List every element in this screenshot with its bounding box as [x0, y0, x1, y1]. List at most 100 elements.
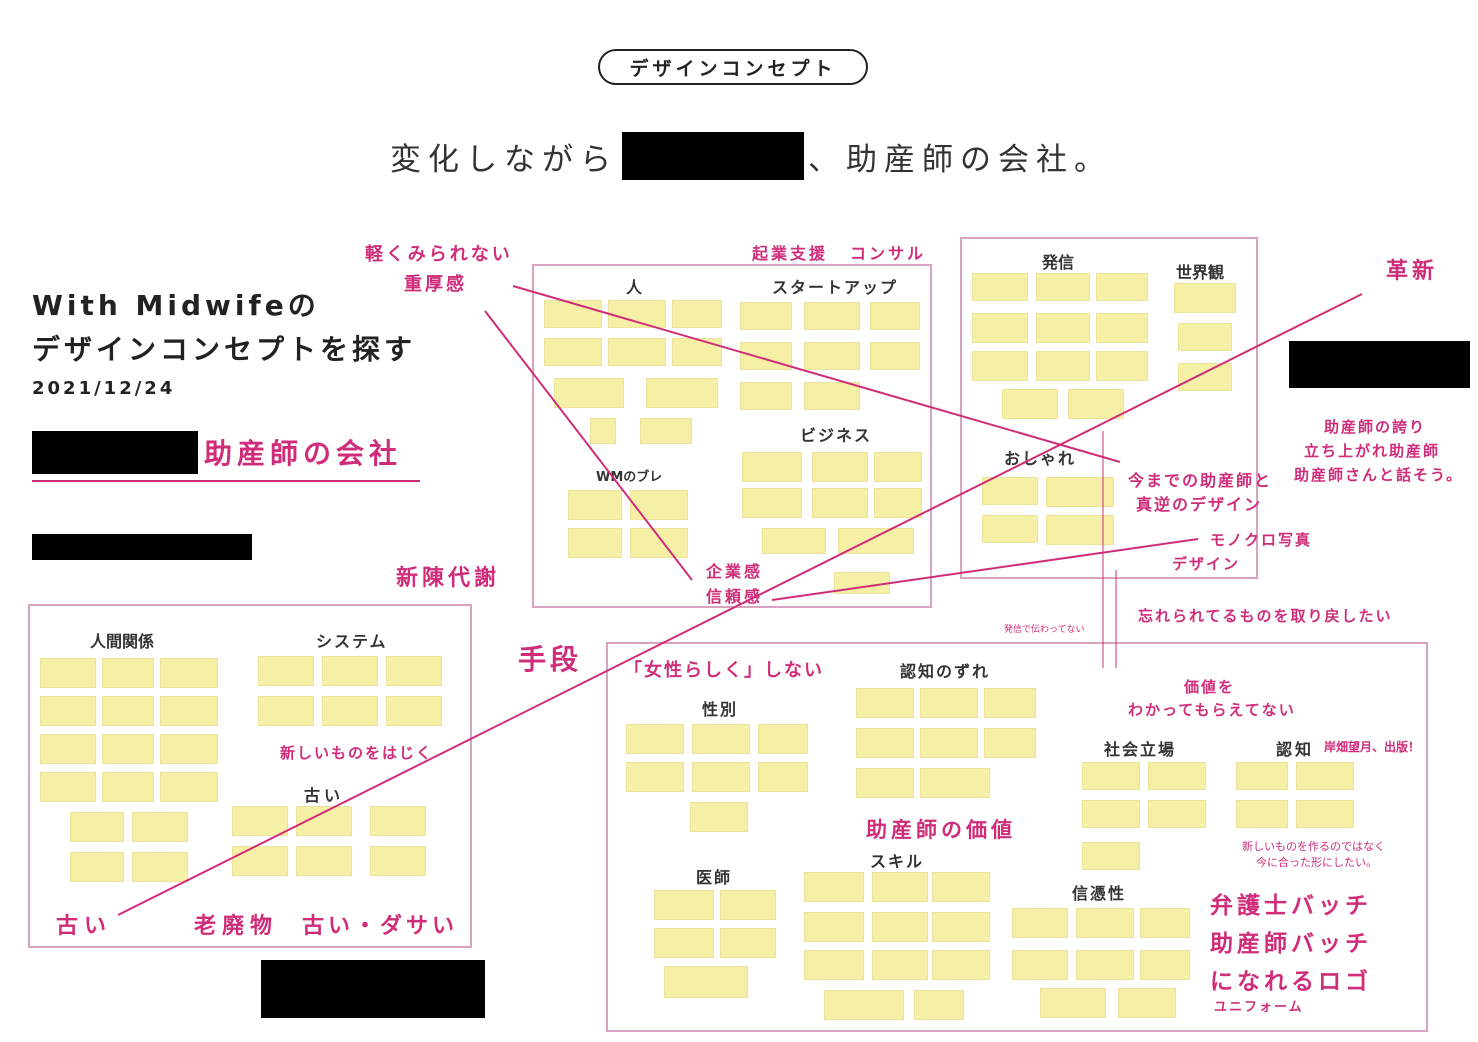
page-title: With Midwifeの デザインコンセプトを探す	[32, 284, 416, 372]
label-rouhaibutsu: 老廃物	[194, 914, 279, 939]
sticky-note	[812, 452, 868, 482]
sticky-note	[1096, 351, 1148, 381]
sticky-note	[982, 515, 1038, 543]
sticky-note	[804, 950, 864, 980]
sticky-note	[1236, 800, 1288, 828]
sticky-note	[1148, 800, 1206, 828]
sticky-note	[870, 342, 920, 370]
label-gyakkou-1: 今までの助産師と	[1128, 471, 1273, 490]
sticky-note	[984, 688, 1036, 718]
board-heading-system: システム	[316, 632, 388, 651]
label-monokuro-2: デザイン	[1172, 555, 1241, 573]
sticky-note	[630, 528, 688, 558]
sticky-note	[740, 382, 792, 410]
sticky-note	[1096, 313, 1148, 343]
label-bengoshi-1: 弁護士バッチ	[1210, 893, 1372, 919]
board-heading-ninchi-zure: 認知のずれ	[900, 662, 991, 681]
sticky-note	[654, 928, 714, 958]
sticky-note	[322, 656, 378, 686]
sticky-note	[742, 452, 802, 482]
sticky-note	[1178, 323, 1232, 351]
sticky-note	[1296, 800, 1354, 828]
sticky-note	[1076, 950, 1134, 980]
sticky-note	[1096, 273, 1148, 301]
sticky-note	[386, 656, 442, 686]
sticky-note	[102, 658, 154, 688]
label-shudan: 手段	[518, 643, 583, 676]
sticky-note	[1082, 762, 1140, 790]
sticky-note	[1148, 762, 1206, 790]
sticky-note	[1082, 800, 1140, 828]
sticky-note	[232, 806, 288, 836]
sticky-note	[1046, 477, 1114, 507]
sticky-note	[804, 302, 860, 330]
sticky-note	[672, 338, 722, 366]
sticky-note	[804, 872, 864, 902]
board-heading-ishi: 医師	[696, 868, 733, 887]
label-hokori-2: 立ち上がれ助産師	[1304, 442, 1441, 460]
sticky-note	[856, 688, 914, 718]
sticky-note	[160, 734, 218, 764]
sticky-note	[984, 728, 1036, 758]
label-furui-dasai: 古い・ダサい	[302, 914, 459, 939]
sticky-note	[1118, 988, 1176, 1018]
label-wasurerare: 忘れられてるものを取り戻したい	[1138, 607, 1393, 625]
sticky-note	[160, 772, 218, 802]
sticky-note	[370, 846, 426, 876]
sticky-note	[758, 724, 808, 754]
sticky-note	[102, 772, 154, 802]
board-heading-furui: 古い	[304, 786, 345, 805]
sticky-note	[554, 378, 624, 408]
board-people-business: 人 スタートアップ ビジネス WMのブレ	[532, 264, 932, 608]
tagline-before: 変化しながら	[390, 141, 618, 178]
label-shinchin: 新陳代謝	[396, 566, 501, 591]
sticky-note	[232, 846, 288, 876]
sticky-note	[982, 477, 1038, 505]
sticky-note	[932, 912, 990, 942]
board-heading-business: ビジネス	[800, 426, 873, 445]
tagline: 変化しながら 、助産師の会社。	[390, 132, 1112, 180]
label-hokori-1: 助産師の誇り	[1324, 418, 1427, 436]
sticky-note	[160, 658, 218, 688]
redaction-block	[622, 132, 804, 180]
sticky-note	[720, 928, 776, 958]
sticky-note	[1174, 283, 1236, 313]
sticky-note	[1036, 273, 1090, 301]
label-shinraikan: 信頼感	[706, 587, 764, 606]
sticky-note	[856, 728, 914, 758]
redaction-block	[32, 534, 252, 560]
sticky-note	[1012, 908, 1068, 938]
sticky-note	[740, 302, 792, 330]
redaction-block	[1289, 341, 1470, 388]
sticky-note	[856, 768, 914, 798]
label-monokuro-1: モノクロ写真	[1210, 531, 1313, 549]
label-atarashii-tsukuru-1: 新しいものを作るのではなく	[1242, 840, 1385, 853]
sticky-note	[872, 872, 928, 902]
sticky-note	[762, 528, 826, 554]
sticky-note	[322, 696, 378, 726]
sticky-note	[692, 762, 750, 792]
board-heading-sekaikan: 世界観	[1176, 263, 1225, 282]
sticky-note	[870, 302, 920, 330]
sticky-note	[720, 890, 776, 920]
sticky-note	[932, 950, 990, 980]
label-hasshin-note: 発信で伝わってない	[1004, 625, 1085, 635]
sticky-note	[920, 768, 990, 798]
sticky-note	[804, 912, 864, 942]
board-heading-seibetsu: 性別	[702, 700, 739, 719]
sticky-note	[824, 990, 904, 1020]
sticky-note	[626, 762, 684, 792]
sticky-note	[742, 488, 802, 518]
title-line-2: デザインコンセプトを探す	[32, 333, 417, 366]
sticky-note	[874, 488, 922, 518]
sticky-note	[872, 912, 928, 942]
board-heading-hito: 人	[626, 278, 643, 297]
board-heading-kachi: 助産師の価値	[866, 818, 1016, 842]
board-relations: 人間関係 システム 古い	[28, 604, 472, 948]
sticky-note	[1012, 950, 1068, 980]
sticky-note	[70, 812, 124, 842]
board-heading-ninchi: 認知	[1276, 740, 1315, 759]
sticky-note	[972, 273, 1028, 301]
sticky-note	[804, 342, 860, 370]
board-heading-hasshin: 発信	[1042, 253, 1075, 272]
